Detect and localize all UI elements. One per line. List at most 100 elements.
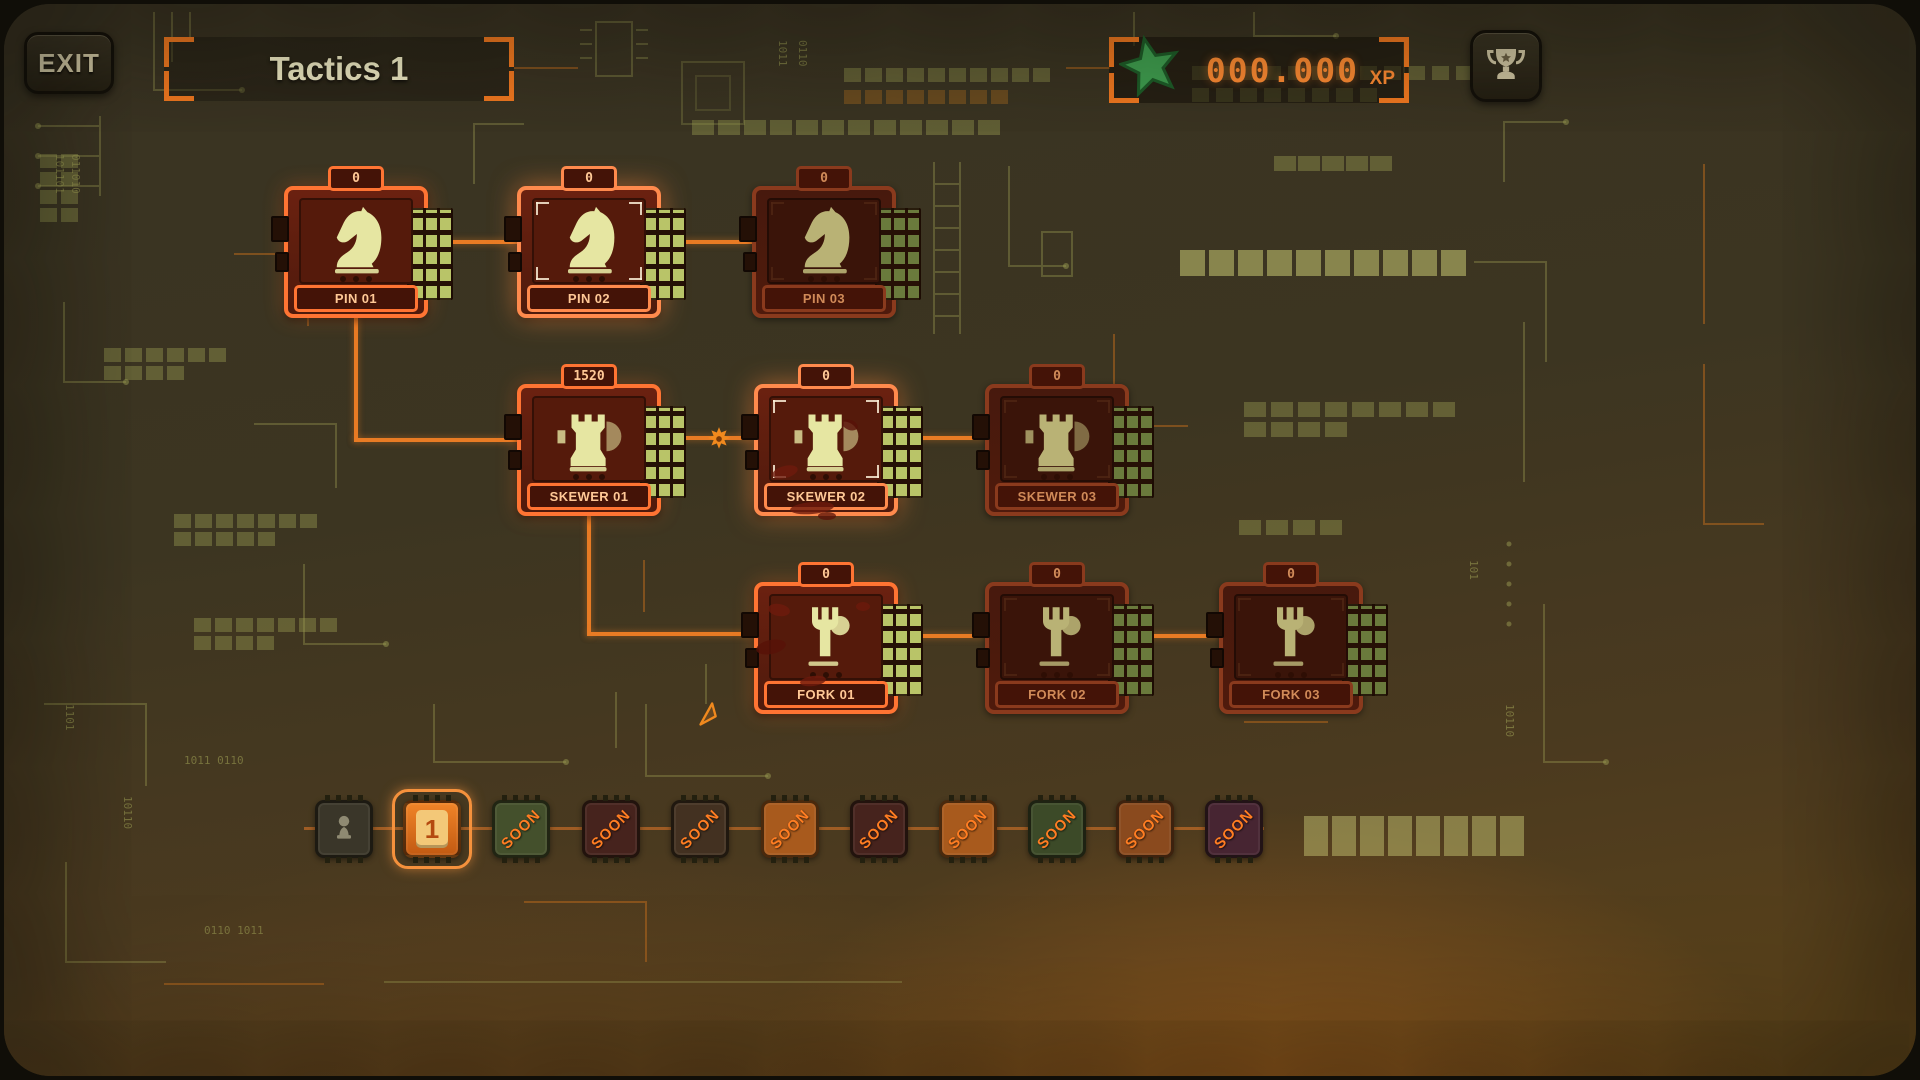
soon-label: SOON [1121,805,1169,853]
chapter-chip-9-soon: SOON [1028,795,1086,863]
node-pins [1108,604,1154,696]
wire [354,316,358,442]
level-counter: 0 [1029,364,1085,389]
svg-text:011010: 011010 [69,154,82,194]
level-node-pin-02[interactable]: 0 PIN 02 [504,166,686,318]
soon-label: SOON [1210,805,1258,853]
node-connector [972,414,990,440]
level-node-skewer-02[interactable]: 0 SKEWER 02 [741,364,923,516]
node-connector [275,252,289,272]
chip-pins [681,857,719,863]
level-label: FORK 03 [1229,681,1353,708]
wire [661,240,752,244]
circuit-board: 101101 011010 1011 0110 10110 1101 101 1… [4,4,1916,1076]
node-connector [508,252,522,272]
trophy-button[interactable] [1470,30,1542,102]
node-connector [745,450,759,470]
level-label: FORK 01 [764,681,888,708]
pawn-icon [330,813,358,846]
node-connector [1206,612,1224,638]
wire [898,436,985,440]
level-node-pin-03[interactable]: 0 PIN 03 [739,166,921,318]
svg-text:10110: 10110 [1503,704,1516,737]
svg-text:1011: 1011 [776,40,789,67]
fork-icon [1000,594,1114,680]
level-label: SKEWER 02 [764,483,888,510]
chapter-chip-11-soon: SOON [1205,795,1263,863]
node-connector [743,252,757,272]
knight-icon [767,198,881,284]
circuit-background: 101101 011010 1011 0110 10110 1101 101 1… [35,12,1764,985]
soon-label: SOON [587,805,635,853]
chip-pins [860,795,898,801]
level-node-fork-01[interactable]: 0 FORK 01 [741,562,923,714]
chapter-chip-7-soon: SOON [850,795,908,863]
rook-icon [769,396,883,482]
level-node-fork-02[interactable]: 0 FORK 02 [972,562,1154,714]
chip-pins [681,795,719,801]
node-connector [976,648,990,668]
chip-pins [771,795,809,801]
chip-pins [949,795,987,801]
level-label: SKEWER 03 [995,483,1119,510]
rook-icon [1000,396,1114,482]
level-counter: 0 [798,364,854,389]
node-connector [741,414,759,440]
chip-pins [502,857,540,863]
level-label: FORK 02 [995,681,1119,708]
level-counter: 0 [796,166,852,191]
node-pins [877,406,923,498]
knight-icon [299,198,413,284]
soon-label: SOON [944,805,992,853]
wire [587,632,754,636]
trophy-icon [1486,44,1526,89]
xp-value: 000.000 [1205,51,1359,90]
fork-icon [769,594,883,680]
soon-label: SOON [676,805,724,853]
chip-pins [592,857,630,863]
chip-pins [860,857,898,863]
chip-pins [1215,795,1253,801]
level-title-frame: Tactics 1 [164,37,514,101]
page-title: Tactics 1 [269,50,409,87]
level-label: PIN 02 [527,285,651,312]
soon-label: SOON [855,805,903,853]
chapter-chip-3-soon: SOON [492,795,550,863]
level-counter: 0 [1263,562,1319,587]
level-node-fork-03[interactable]: 0 FORK 03 [1206,562,1388,714]
svg-text:101101: 101101 [53,154,66,194]
soon-label: SOON [1033,805,1081,853]
chapter-chip-10-soon: SOON [1116,795,1174,863]
chapter-chip-8-soon: SOON [939,795,997,863]
chip-pins [1126,857,1164,863]
chip-pins [1126,795,1164,801]
level-counter: 0 [561,166,617,191]
chapter-chip-5-soon: SOON [671,795,729,863]
soon-label: SOON [497,805,545,853]
level-label: PIN 01 [294,285,418,312]
svg-text:101: 101 [1467,560,1480,580]
level-counter: 0 [1029,562,1085,587]
exit-button[interactable]: EXIT [24,32,114,94]
chapter-chip-2-current[interactable]: 1 [392,789,472,869]
wire [661,436,754,440]
wire [587,514,591,636]
chip-pins [502,795,540,801]
xp-unit-label: XP [1369,68,1395,89]
node-connector [508,450,522,470]
level-label: SKEWER 01 [527,483,651,510]
level-counter: 0 [798,562,854,587]
knight-icon [532,198,646,284]
chapter-chip-1-pawn[interactable] [315,795,373,863]
level-node-skewer-01[interactable]: 1520 SKEWER 01 [504,364,686,516]
level-node-pin-01[interactable]: 0 PIN 01 [271,166,453,318]
svg-text:1011 0110: 1011 0110 [184,754,244,767]
node-connector [976,450,990,470]
chip-pins [771,857,809,863]
rook-icon [532,396,646,482]
level-node-skewer-03[interactable]: 0 SKEWER 03 [972,364,1154,516]
node-connector [504,414,522,440]
level-label: PIN 03 [762,285,886,312]
chapter-number: 1 [416,810,448,848]
wire [354,438,517,442]
